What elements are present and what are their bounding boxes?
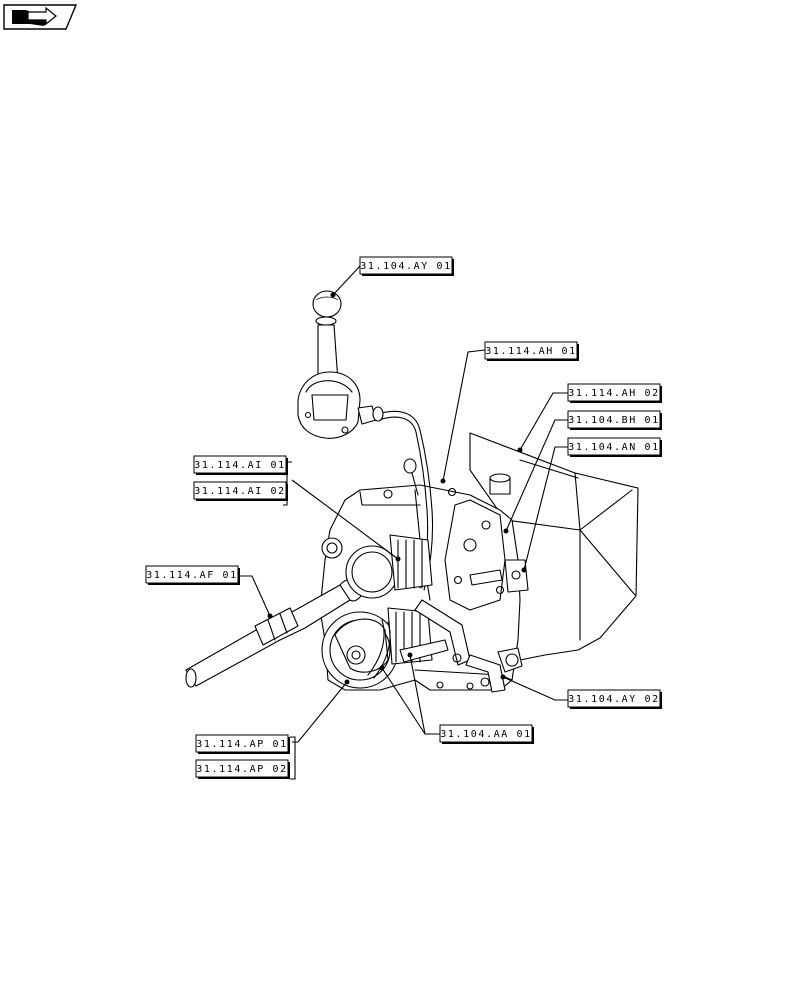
- shift-cable: [374, 410, 434, 591]
- callout-label: 31.114.AP 02: [196, 764, 287, 775]
- leader-lines: [238, 265, 568, 780]
- back-arrow-icon[interactable]: [3, 4, 78, 30]
- callout-label: 31.114.AI 02: [194, 486, 285, 497]
- callout-label: 31.114.AH 01: [485, 346, 576, 357]
- shift-lever: [297, 290, 384, 439]
- callout-label: 31.114.AP 01: [196, 739, 287, 750]
- callout-31-114-af-01[interactable]: 31.114.AF 01: [145, 565, 240, 585]
- dipstick: [403, 458, 419, 496]
- upper-gears: [321, 534, 433, 599]
- callout-label: 31.114.AF 01: [146, 570, 237, 581]
- callout-31-104-ay-01[interactable]: 31.104.AY 01: [359, 256, 454, 276]
- callout-label: 31.104.AN 01: [568, 442, 659, 453]
- callout-31-104-an-01[interactable]: 31.104.AN 01: [567, 437, 662, 457]
- callout-31-114-ai-02[interactable]: 31.114.AI 02: [193, 481, 288, 501]
- callout-31-114-ap-02[interactable]: 31.114.AP 02: [195, 759, 290, 779]
- callout-label: 31.104.AY 02: [568, 694, 659, 705]
- transmission-illustration: [185, 290, 639, 693]
- shift-forks: [399, 569, 506, 693]
- callout-label: 31.114.AH 02: [568, 388, 659, 399]
- callout-31-104-ay-02[interactable]: 31.104.AY 02: [567, 689, 662, 709]
- callout-31-114-ah-02[interactable]: 31.114.AH 02: [567, 383, 662, 403]
- callout-31-114-ah-01[interactable]: 31.114.AH 01: [484, 341, 579, 361]
- callout-31-104-bh-01[interactable]: 31.104.BH 01: [567, 410, 662, 430]
- callout-31-114-ai-01[interactable]: 31.114.AI 01: [193, 455, 288, 475]
- callout-label: 31.104.AA 01: [440, 729, 531, 740]
- callout-label: 31.104.BH 01: [568, 415, 659, 426]
- callout-label: 31.114.AI 01: [194, 460, 285, 471]
- callout-31-114-ap-01[interactable]: 31.114.AP 01: [195, 734, 290, 754]
- callout-label: 31.104.AY 01: [360, 261, 451, 272]
- callout-31-104-aa-01[interactable]: 31.104.AA 01: [439, 724, 534, 744]
